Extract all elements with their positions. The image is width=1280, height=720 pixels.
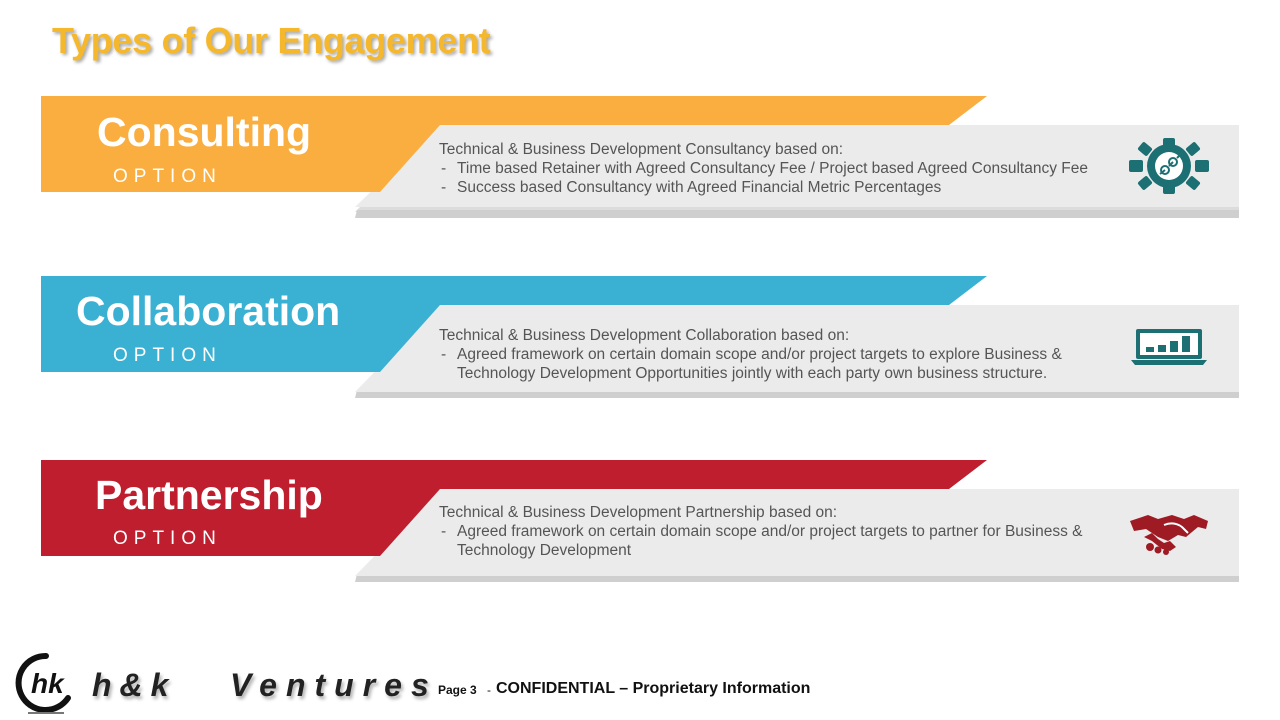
gear-icon	[1129, 138, 1209, 194]
description-bullets: Time based Retainer with Agreed Consulta…	[439, 159, 1119, 197]
description-intro: Technical & Business Development Consult…	[439, 141, 844, 158]
logo-text: hk	[31, 668, 65, 699]
engagement-option-consulting: Consulting OPTION Technical & Business D…	[0, 95, 1280, 220]
description-intro: Technical & Business Development Collabo…	[439, 327, 850, 344]
engagement-option-collaboration: Collaboration OPTION Technical & Busines…	[0, 275, 1280, 400]
option-heading: Partnership	[95, 472, 323, 518]
description-bullet: Time based Retainer with Agreed Consulta…	[439, 159, 1119, 178]
brand-name-second: Ventures	[230, 667, 438, 703]
description-bullet: Agreed framework on certain domain scope…	[439, 522, 1109, 560]
description-bullet: Success based Consultancy with Agreed Fi…	[439, 178, 1119, 197]
description-bullet: Agreed framework on certain domain scope…	[439, 345, 1089, 383]
option-heading: Collaboration	[76, 288, 341, 334]
page-number: Page 3	[438, 683, 477, 697]
option-description: Technical & Business Development Collabo…	[439, 326, 1089, 383]
option-subheading: OPTION	[113, 345, 222, 366]
option-description: Technical & Business Development Consult…	[439, 140, 1119, 197]
description-intro: Technical & Business Development Partner…	[439, 504, 838, 521]
brand-name-first: h&k	[92, 667, 177, 703]
engagement-option-partnership: Partnership OPTION Technical & Business …	[0, 459, 1280, 584]
footer-separator: -	[487, 683, 491, 697]
option-heading: Consulting	[97, 109, 312, 155]
hk-ventures-logo: hk	[15, 652, 71, 714]
page-title: Types of Our Engagement	[52, 20, 491, 61]
confidential-notice: CONFIDENTIAL – Proprietary Information	[496, 680, 811, 697]
option-subheading: OPTION	[113, 166, 222, 187]
description-bullets: Agreed framework on certain domain scope…	[439, 345, 1089, 383]
description-bullets: Agreed framework on certain domain scope…	[439, 522, 1109, 560]
option-description: Technical & Business Development Partner…	[439, 503, 1109, 560]
handshake-icon	[1130, 515, 1208, 555]
laptop-chart-icon	[1131, 329, 1207, 365]
option-subheading: OPTION	[113, 528, 222, 549]
